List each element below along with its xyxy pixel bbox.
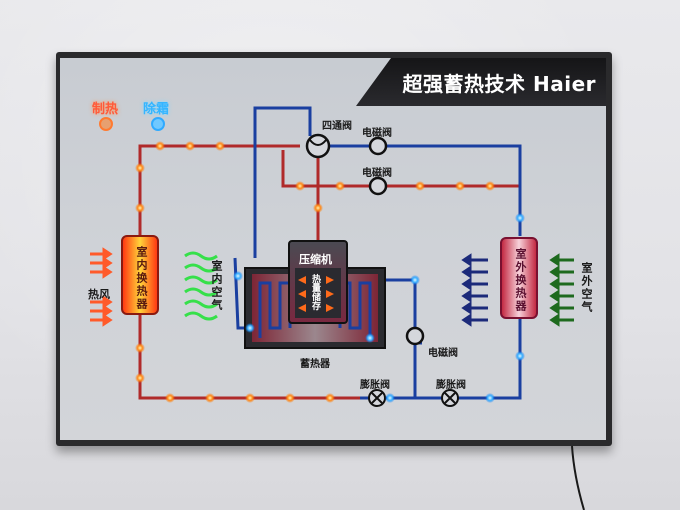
defrost-mode-label: 除霜: [143, 102, 170, 117]
indoor-air-label: 室内空气: [210, 260, 223, 312]
expansion-valve-right: [441, 389, 459, 407]
solenoid-valve-right-label: 电磁阀: [428, 348, 458, 359]
expansion-valve-left-label: 膨胀阀: [360, 380, 390, 391]
outdoor-heat-exchanger: [500, 237, 538, 319]
expansion-valve-left: [368, 389, 386, 407]
heat-storage-core-label: 热量储存: [310, 274, 320, 310]
title-banner: 超强蓄热技术 Haier: [356, 58, 606, 106]
cold-leds: [233, 213, 525, 403]
outdoor-green-arrows: [549, 253, 574, 327]
outdoor-exchanger-label: 室外换热器: [514, 248, 527, 313]
heating-mode-label: 制热: [92, 102, 119, 117]
solenoid-valve-top: [368, 136, 388, 156]
indoor-exchanger-label: 室内换热器: [135, 246, 148, 311]
refrigerant-circuit-diagram: [90, 106, 574, 407]
defrost-indicator-icon: [151, 117, 165, 131]
solenoid-valve-mid-label: 电磁阀: [362, 168, 392, 179]
hot-air-label: 热风: [88, 288, 110, 301]
heat-accumulator-label: 蓄热器: [300, 359, 330, 370]
power-cable: [571, 446, 585, 510]
outdoor-blue-arrows: [461, 253, 488, 327]
compressor-heat-arrows: [298, 276, 334, 312]
solenoid-valve-mid: [368, 176, 388, 196]
expansion-valve-right-label: 膨胀阀: [436, 380, 466, 391]
solenoid-valve-right: [405, 326, 425, 346]
hot-air-arrows: [90, 247, 113, 327]
compressor-label: 压缩机: [299, 253, 332, 266]
banner-title: 超强蓄热技术 Haier: [402, 72, 596, 96]
four-way-valve-label: 四通阀: [322, 121, 352, 132]
solenoid-valve-top-label: 电磁阀: [362, 128, 392, 139]
indoor-heat-exchanger: [121, 235, 159, 315]
indoor-air-waves: [184, 251, 218, 321]
outdoor-air-label: 室外空气: [580, 262, 593, 314]
heating-indicator-icon: [99, 117, 113, 131]
hot-leds: [135, 141, 495, 403]
